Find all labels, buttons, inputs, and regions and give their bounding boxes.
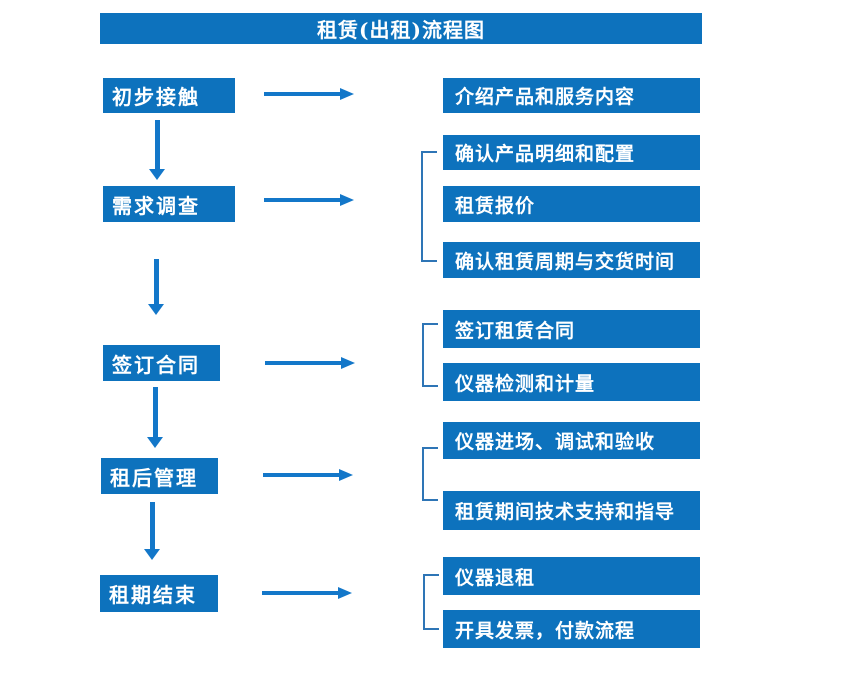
step-sign-contract: 签订合同 bbox=[103, 345, 220, 381]
output-box: 签订租赁合同 bbox=[443, 310, 700, 348]
step-initial-contact: 初步接触 bbox=[103, 78, 235, 113]
right-arrow-icon bbox=[264, 88, 354, 100]
down-arrow-icon bbox=[147, 387, 164, 448]
step-post-rental-management: 租后管理 bbox=[101, 458, 218, 494]
step-lease-end: 租期结束 bbox=[100, 575, 218, 612]
group-bracket bbox=[421, 151, 437, 262]
group-bracket bbox=[423, 574, 439, 630]
right-arrow-icon bbox=[263, 469, 353, 481]
output-box: 介绍产品和服务内容 bbox=[443, 78, 700, 113]
right-arrow-icon bbox=[262, 587, 352, 599]
right-arrow-icon bbox=[265, 357, 355, 369]
down-arrow-icon bbox=[148, 259, 165, 315]
group-bracket bbox=[422, 447, 438, 501]
output-box: 仪器进场、调试和验收 bbox=[443, 422, 700, 459]
flowchart-title: 租赁(出租)流程图 bbox=[100, 13, 702, 44]
right-arrow-icon bbox=[264, 194, 354, 206]
output-box: 开具发票，付款流程 bbox=[443, 610, 700, 648]
output-box: 租赁期间技术支持和指导 bbox=[443, 491, 700, 530]
down-arrow-icon bbox=[149, 120, 166, 180]
step-needs-survey: 需求调查 bbox=[103, 186, 235, 222]
output-box: 确认租赁周期与交货时间 bbox=[443, 242, 700, 278]
output-box: 租赁报价 bbox=[443, 186, 700, 222]
output-box: 仪器检测和计量 bbox=[443, 363, 700, 401]
down-arrow-icon bbox=[144, 502, 161, 560]
output-box: 仪器退租 bbox=[443, 557, 700, 595]
output-box: 确认产品明细和配置 bbox=[443, 135, 700, 170]
group-bracket bbox=[422, 323, 438, 387]
